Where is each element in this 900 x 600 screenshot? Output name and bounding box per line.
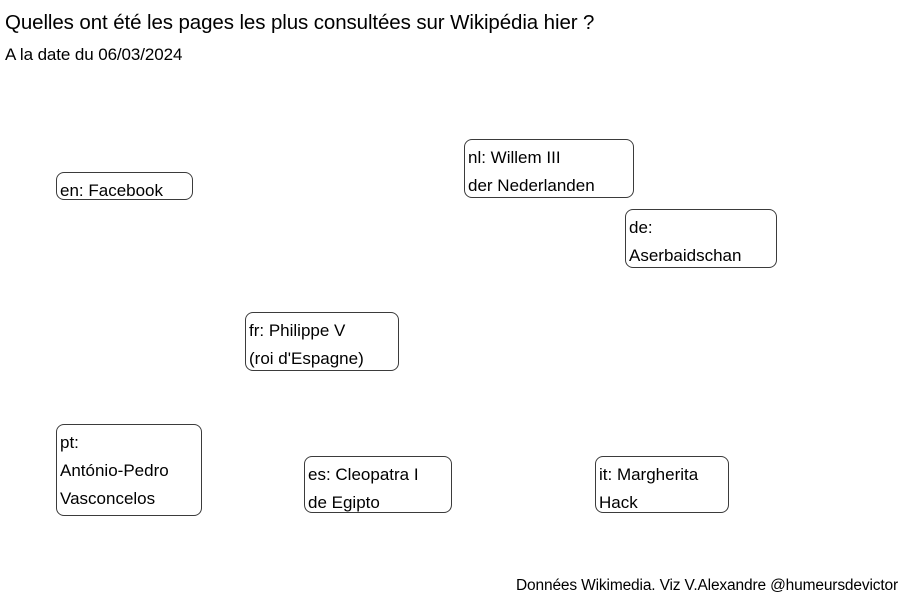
point-label-line: der Nederlanden <box>468 176 595 195</box>
point-label-line: de Egipto <box>308 493 380 512</box>
page-subtitle: A la date du 06/03/2024 <box>5 45 183 64</box>
point-label-de: de: Aserbaidschan <box>625 209 777 268</box>
point-label-line: Hack <box>599 493 638 512</box>
point-label-fr: fr: Philippe V (roi d'Espagne) <box>245 312 399 371</box>
point-label-line: de: <box>629 218 653 237</box>
point-label-line: es: Cleopatra I <box>308 465 419 484</box>
point-label-line: nl: Willem III <box>468 148 561 167</box>
page-title: Quelles ont été les pages les plus consu… <box>5 11 595 34</box>
point-label-en: en: Facebook <box>56 172 193 200</box>
credit-text: Données Wikimedia. Viz V.Alexandre @hume… <box>516 577 898 594</box>
point-label-line: Vasconcelos <box>60 489 156 508</box>
point-label-es: es: Cleopatra I de Egipto <box>304 456 452 513</box>
point-label-line: Aserbaidschan <box>629 246 742 265</box>
point-label-line: (roi d'Espagne) <box>249 349 364 368</box>
point-label-line: pt: <box>60 433 79 452</box>
point-label-line: fr: Philippe V <box>249 321 346 340</box>
point-label-line: en: Facebook <box>60 181 164 200</box>
point-label-line: António-Pedro <box>60 461 169 480</box>
point-label-nl: nl: Willem III der Nederlanden <box>464 139 634 198</box>
point-label-line: it: Margherita <box>599 465 699 484</box>
